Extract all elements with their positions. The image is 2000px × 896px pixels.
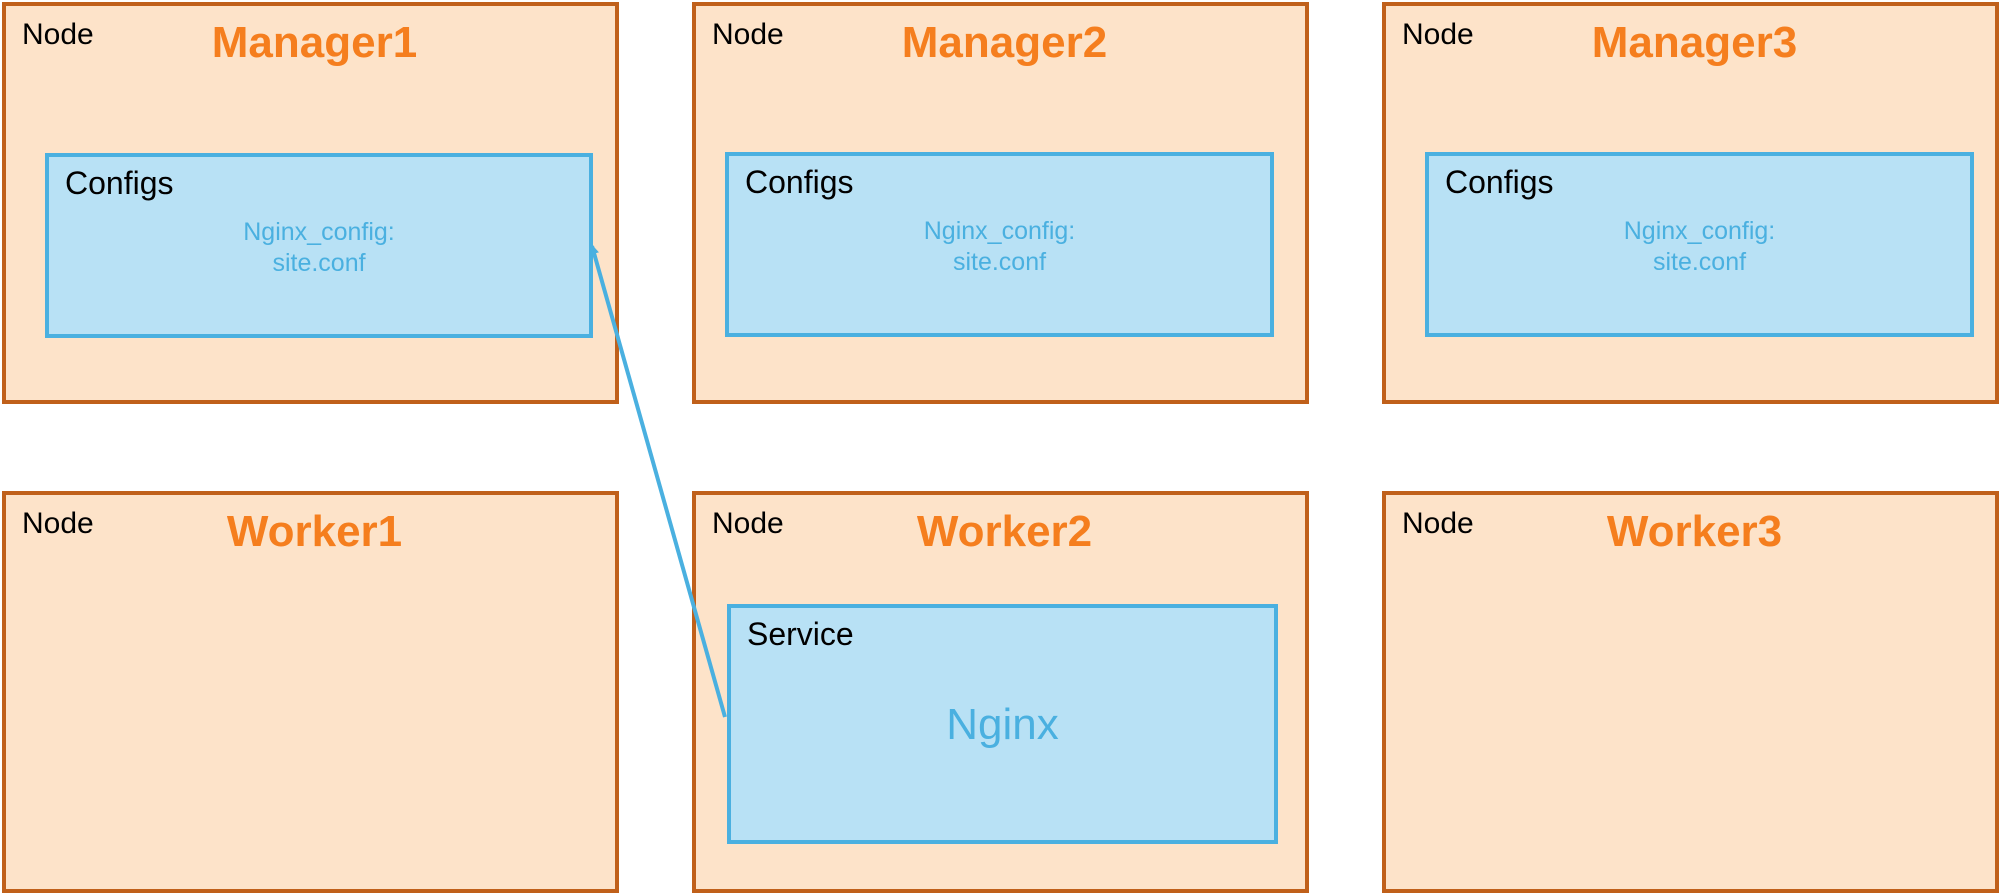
configs-box: Configs Nginx_config: site.conf: [1425, 152, 1974, 337]
node-type-label: Node: [1402, 18, 1474, 51]
node-name: Manager3: [1591, 18, 1798, 67]
node-type-label: Node: [712, 507, 784, 540]
service-title: Service: [747, 616, 854, 652]
config-file: site.conf: [952, 248, 1047, 276]
node-name: Worker3: [1606, 507, 1783, 556]
service-name: Nginx: [946, 700, 1059, 749]
configs-box: Configs Nginx_config: site.conf: [725, 152, 1274, 337]
node-type-label: Node: [712, 18, 784, 51]
node-worker3: Node Worker3: [1382, 491, 1999, 893]
config-file: site.conf: [272, 249, 366, 277]
node-name: Worker1: [226, 507, 403, 556]
node-manager2: Node Manager2 Configs Nginx_config: site…: [692, 2, 1309, 404]
configs-title: Configs: [745, 164, 854, 200]
node-name: Worker2: [916, 507, 1093, 556]
node-manager3: Node Manager3 Configs Nginx_config: site…: [1382, 2, 1999, 404]
node-name: Manager1: [211, 18, 418, 67]
node-worker2: Node Worker2 Service Nginx: [692, 491, 1309, 893]
node-manager1: Node Manager1 Configs Nginx_config: site…: [2, 2, 619, 404]
config-name: Nginx_config:: [923, 217, 1076, 245]
service-box: Service Nginx: [727, 604, 1278, 844]
config-entry: Nginx_config: site.conf: [1429, 216, 1970, 278]
node-name: Manager2: [901, 18, 1108, 67]
config-entry: Nginx_config: site.conf: [49, 217, 589, 279]
config-file: site.conf: [1652, 248, 1747, 276]
node-type-label: Node: [22, 507, 94, 540]
configs-title: Configs: [65, 165, 174, 201]
config-entry: Nginx_config: site.conf: [729, 216, 1270, 278]
configs-title: Configs: [1445, 164, 1554, 200]
node-worker1: Node Worker1: [2, 491, 619, 893]
node-type-label: Node: [22, 18, 94, 51]
node-type-label: Node: [1402, 507, 1474, 540]
config-name: Nginx_config:: [1623, 217, 1776, 245]
service-to-config-arrow: [589, 244, 727, 718]
config-name: Nginx_config:: [243, 218, 395, 246]
